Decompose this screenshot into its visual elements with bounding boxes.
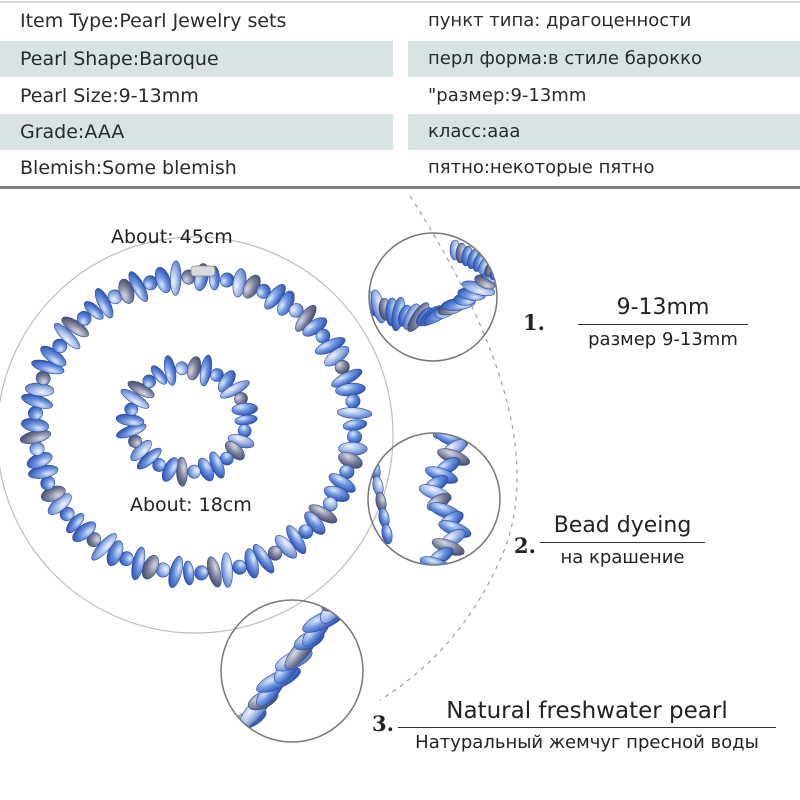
necklace-pearl bbox=[221, 552, 233, 588]
zoom-1-pearls bbox=[369, 239, 519, 332]
necklace-frame-circle bbox=[0, 236, 394, 634]
necklace-pearl bbox=[76, 310, 92, 326]
necklace-pearl bbox=[128, 271, 149, 302]
table-top-rule bbox=[0, 1, 800, 3]
zoom-pearl bbox=[419, 556, 453, 565]
bracelet-pearl bbox=[163, 355, 177, 386]
spec-pearl-size: Pearl Size:9-13mm bbox=[20, 85, 199, 107]
zoom-circle-3 bbox=[220, 599, 364, 743]
feature-2-title: Bead dyeing bbox=[553, 513, 692, 538]
spec-item-type: Item Type:Pearl Jewelry sets bbox=[20, 10, 287, 32]
bracelet-pearl bbox=[142, 374, 156, 389]
dashed-arc bbox=[379, 195, 518, 701]
necklace-pearl bbox=[91, 533, 117, 561]
zoom-pearl bbox=[496, 252, 497, 271]
bracelet-pearl bbox=[152, 458, 166, 472]
necklace-pearl bbox=[168, 555, 183, 588]
spec-table: Item Type:Pearl Jewelry sets Pearl Shape… bbox=[0, 0, 800, 190]
spec-blemish: Blemish:Some blemish bbox=[20, 157, 237, 179]
necklace bbox=[19, 260, 373, 588]
spec-blemish-ru: пятно:некоторые пятно bbox=[428, 157, 655, 178]
necklace-pearl bbox=[331, 368, 363, 388]
bracelet-pearl bbox=[186, 356, 202, 381]
feature-2: Bead dyeing на крашение bbox=[540, 512, 705, 571]
necklace-pearl bbox=[154, 267, 172, 293]
zoom-circle-1 bbox=[368, 232, 498, 362]
zoom-2-pearls bbox=[369, 433, 472, 565]
feature-2-subtitle: на крашение bbox=[560, 547, 685, 568]
feature-1: 9-13mm размер 9-13mm bbox=[578, 294, 748, 353]
feature-1-title: 9-13mm bbox=[616, 295, 710, 320]
necklace-pearl bbox=[72, 521, 97, 542]
bracelet-pearl bbox=[199, 354, 213, 387]
necklace-pearl bbox=[206, 556, 222, 588]
spec-grade: Grade:AAA bbox=[0, 114, 393, 150]
feature-1-divider bbox=[578, 324, 748, 325]
bracelet-pearl bbox=[187, 464, 201, 479]
necklace-pearl bbox=[342, 419, 368, 431]
feature-3-subtitle: Натуральный жемчуг пресной воды bbox=[415, 732, 759, 753]
spec-item-type-ru: пункт типа: драгоценности bbox=[428, 10, 692, 31]
spec-pearl-size-ru: "размер:9-13mm bbox=[428, 85, 587, 106]
feature-3: Natural freshwater pearl Натуральный жем… bbox=[398, 697, 776, 756]
feature-2-divider bbox=[540, 542, 705, 543]
feature-1-number: 1. bbox=[523, 310, 545, 335]
bracelet-pearl bbox=[176, 456, 188, 487]
bracelet-pearl bbox=[120, 388, 150, 409]
feature-3-title: Natural freshwater pearl bbox=[446, 698, 728, 724]
zoom-pearl bbox=[321, 600, 359, 612]
necklace-pearl bbox=[194, 565, 209, 581]
necklace-pearl bbox=[84, 301, 104, 320]
table-bottom-rule bbox=[0, 186, 800, 189]
necklace-pearl bbox=[169, 260, 182, 296]
necklace-pearl bbox=[336, 407, 373, 419]
zoom-pearl bbox=[498, 266, 519, 287]
spec-pearl-shape: Pearl Shape:Baroque bbox=[0, 41, 393, 77]
necklace-pearl bbox=[252, 544, 275, 574]
bracelet-pearl bbox=[231, 402, 258, 416]
necklace-length-label: About: 45cm bbox=[111, 226, 233, 248]
necklace-pearl bbox=[31, 359, 65, 375]
bracelet-pearl bbox=[150, 365, 168, 385]
necklace-clasp bbox=[190, 265, 216, 277]
necklace-pearl bbox=[53, 322, 81, 350]
necklace-pearl bbox=[52, 338, 68, 354]
feature-3-divider bbox=[398, 727, 776, 728]
necklace-pearl bbox=[286, 525, 307, 555]
feature-3-number: 3. bbox=[372, 711, 394, 736]
zoom-circle-2 bbox=[367, 432, 501, 566]
necklace-pearl bbox=[232, 559, 247, 575]
bracelet-length-label: About: 18cm bbox=[130, 494, 252, 516]
feature-2-number: 2. bbox=[514, 533, 536, 558]
zoom-pearl bbox=[381, 523, 393, 545]
feature-1-subtitle: размер 9-13mm bbox=[588, 329, 738, 350]
necklace-pearl bbox=[66, 513, 85, 534]
bracelet-pearl bbox=[217, 370, 236, 393]
bracelet bbox=[115, 354, 258, 487]
spec-grade-ru: класс:ааа bbox=[408, 114, 800, 150]
necklace-pearl bbox=[182, 560, 195, 586]
spec-pearl-shape-ru: перл форма:в стиле барокко bbox=[408, 41, 800, 77]
necklace-pearl bbox=[131, 546, 146, 581]
